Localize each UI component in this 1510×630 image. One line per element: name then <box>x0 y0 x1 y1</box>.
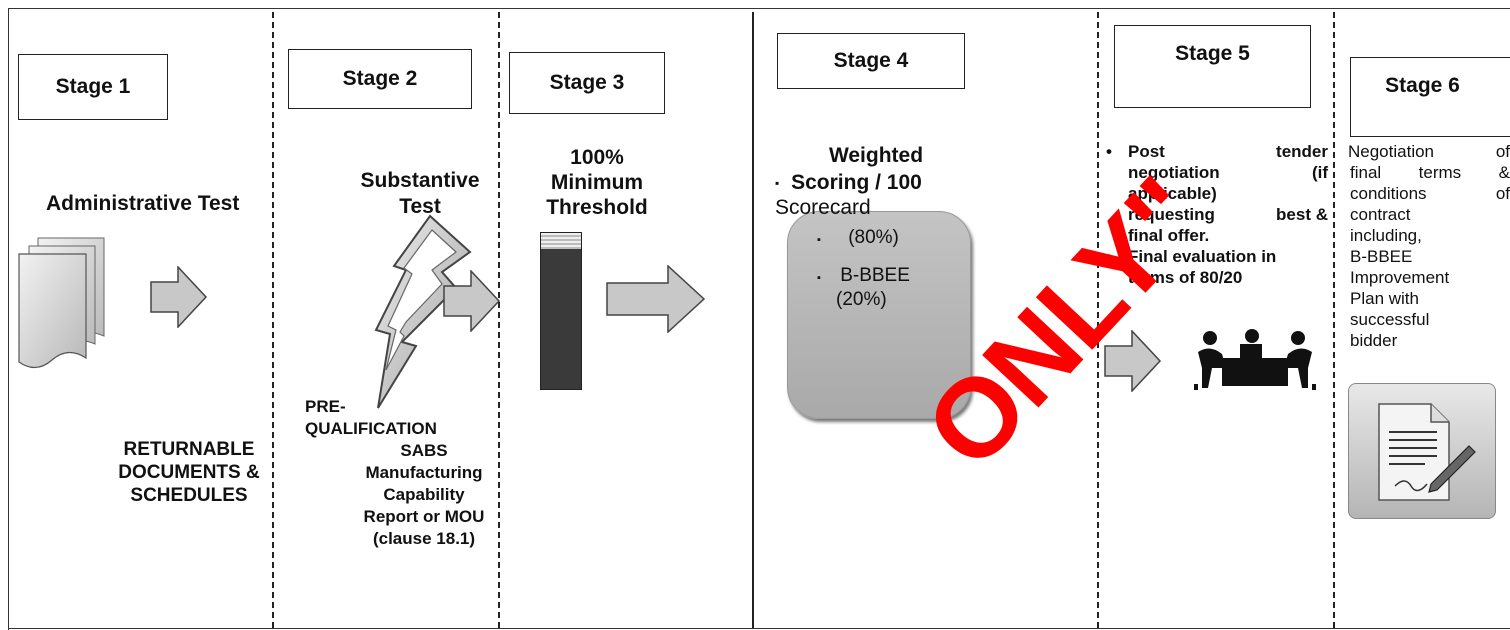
title-line: 100% <box>570 146 624 169</box>
prequal-line: Manufacturing <box>365 463 483 482</box>
bullet-icon: ▪ <box>817 272 821 284</box>
stage-2-header: Stage 2 <box>288 49 472 109</box>
bullet-icon: ▪ <box>817 234 821 246</box>
signed-contract-icon <box>1378 403 1476 501</box>
stage-5-label: Stage 5 <box>1175 42 1250 65</box>
frame-top <box>8 8 1510 9</box>
title-line: Test <box>399 195 441 218</box>
word: (if <box>1311 163 1328 182</box>
substantive-test-title: Substantive Test <box>340 168 500 220</box>
frame-left <box>8 8 9 630</box>
title-line: Minimum <box>550 171 644 194</box>
column-divider <box>498 12 500 628</box>
word: requesting <box>1128 205 1215 224</box>
returnable-documents-label: RETURNABLE DOCUMENTS & SCHEDULES <box>100 438 278 507</box>
text-line: requesting best & <box>1128 204 1328 225</box>
text-line: negotiation (if <box>1128 162 1328 183</box>
word: best & <box>1276 205 1328 224</box>
word: terms <box>1418 163 1462 182</box>
prequal-line: QUALIFICATION <box>305 419 437 438</box>
bullet-item: • Final evaluation in terms of 80/20 <box>1106 246 1328 288</box>
price-pct: (80%) <box>848 227 899 248</box>
prequal-line: PRE- <box>305 397 346 416</box>
column-divider <box>1097 12 1099 628</box>
arrow-right-icon <box>443 270 501 332</box>
prequal-line: (clause 18.1) <box>372 529 476 548</box>
text-line: final offer. <box>1128 226 1210 245</box>
text-line: Negotiation of <box>1348 141 1510 162</box>
document-stack-icon <box>18 237 105 369</box>
stage-5-text: • Post tender negotiation (if applicable… <box>1106 141 1328 288</box>
threshold-bar <box>540 232 582 390</box>
administrative-test-title: Administrative Test <box>46 192 240 215</box>
stage-6-header: Stage 6 <box>1350 57 1510 137</box>
text-line: bidder <box>1350 331 1398 350</box>
frame-bottom <box>8 628 1510 629</box>
arrow-right-icon <box>606 265 706 333</box>
price-weight: ▪ (80%) <box>817 226 899 252</box>
text-line: Final evaluation in <box>1128 247 1277 266</box>
word: conditions <box>1350 184 1427 203</box>
scorecard-label: Scorecard <box>775 196 871 219</box>
lightning-icon <box>374 214 472 409</box>
stage-1-header: Stage 1 <box>18 54 168 120</box>
bullet-icon: • <box>1106 247 1112 266</box>
meeting-icon <box>1194 329 1316 390</box>
stage-6-text: Negotiation of final terms & conditions … <box>1348 141 1510 351</box>
text-line: Plan with <box>1350 289 1419 308</box>
stage-3-header: Stage 3 <box>509 52 665 114</box>
title-line: Threshold <box>546 196 648 219</box>
signed-contract-panel <box>1348 383 1496 519</box>
title-line: Scoring / 100 <box>791 171 922 194</box>
title-line: Weighted <box>828 144 924 167</box>
text-line: applicable) <box>1128 184 1217 203</box>
word: Negotiation <box>1348 142 1435 161</box>
threshold-bar-top <box>541 233 581 249</box>
column-divider <box>272 12 274 628</box>
word: of <box>1495 142 1510 161</box>
text-line: including, <box>1350 226 1422 245</box>
text-line: Improvement <box>1350 268 1450 287</box>
stage-5-header: Stage 5 <box>1114 25 1311 108</box>
text-line: B-BBEE <box>1350 247 1413 266</box>
prequal-line: SABS <box>400 441 448 460</box>
word: Post <box>1128 142 1165 161</box>
column-divider <box>752 12 754 628</box>
word: & <box>1498 163 1510 182</box>
text-line: Post tender <box>1128 141 1328 162</box>
title-line: Substantive <box>360 169 480 192</box>
bbbee-pct: (20%) <box>836 289 887 310</box>
docs-line: SCHEDULES <box>130 485 248 506</box>
docs-line: RETURNABLE <box>123 439 255 460</box>
bullet-item: • Post tender negotiation (if applicable… <box>1106 141 1328 246</box>
weighted-scoring-title: Weighted <box>780 143 972 169</box>
text-line: contract <box>1350 205 1411 224</box>
word: of <box>1495 184 1510 203</box>
word: final <box>1350 163 1382 182</box>
prequal-line: Capability <box>383 485 465 504</box>
docs-line: DOCUMENTS & <box>118 462 260 483</box>
scorecard-panel <box>787 211 971 419</box>
minimum-threshold-title: 100% Minimum Threshold <box>517 145 677 220</box>
arrow-right-icon <box>1104 330 1162 392</box>
column-divider <box>1333 12 1335 628</box>
text-line: final terms & <box>1348 162 1510 183</box>
word: negotiation <box>1128 163 1220 182</box>
text-line: terms of 80/20 <box>1128 268 1243 287</box>
bullet-icon: • <box>1106 142 1112 161</box>
prequal-line: Report or MOU <box>363 507 485 526</box>
bbbee-weight: ▪ B-BBEE <box>817 264 910 290</box>
bbbee-label: B-BBEE <box>840 265 910 286</box>
text-line: conditions of <box>1348 183 1510 204</box>
bullet-icon: ▪ <box>775 176 780 190</box>
prequal-details: SABS Manufacturing Capability Report or … <box>340 440 508 550</box>
word: tender <box>1276 142 1328 161</box>
arrow-right-icon <box>150 266 208 328</box>
stage-4-header: Stage 4 <box>777 33 965 89</box>
stage-6-label: Stage 6 <box>1385 74 1460 97</box>
weighted-scoring-line: ▪ Scoring / 100 <box>775 170 922 196</box>
text-line: successful <box>1350 310 1430 329</box>
